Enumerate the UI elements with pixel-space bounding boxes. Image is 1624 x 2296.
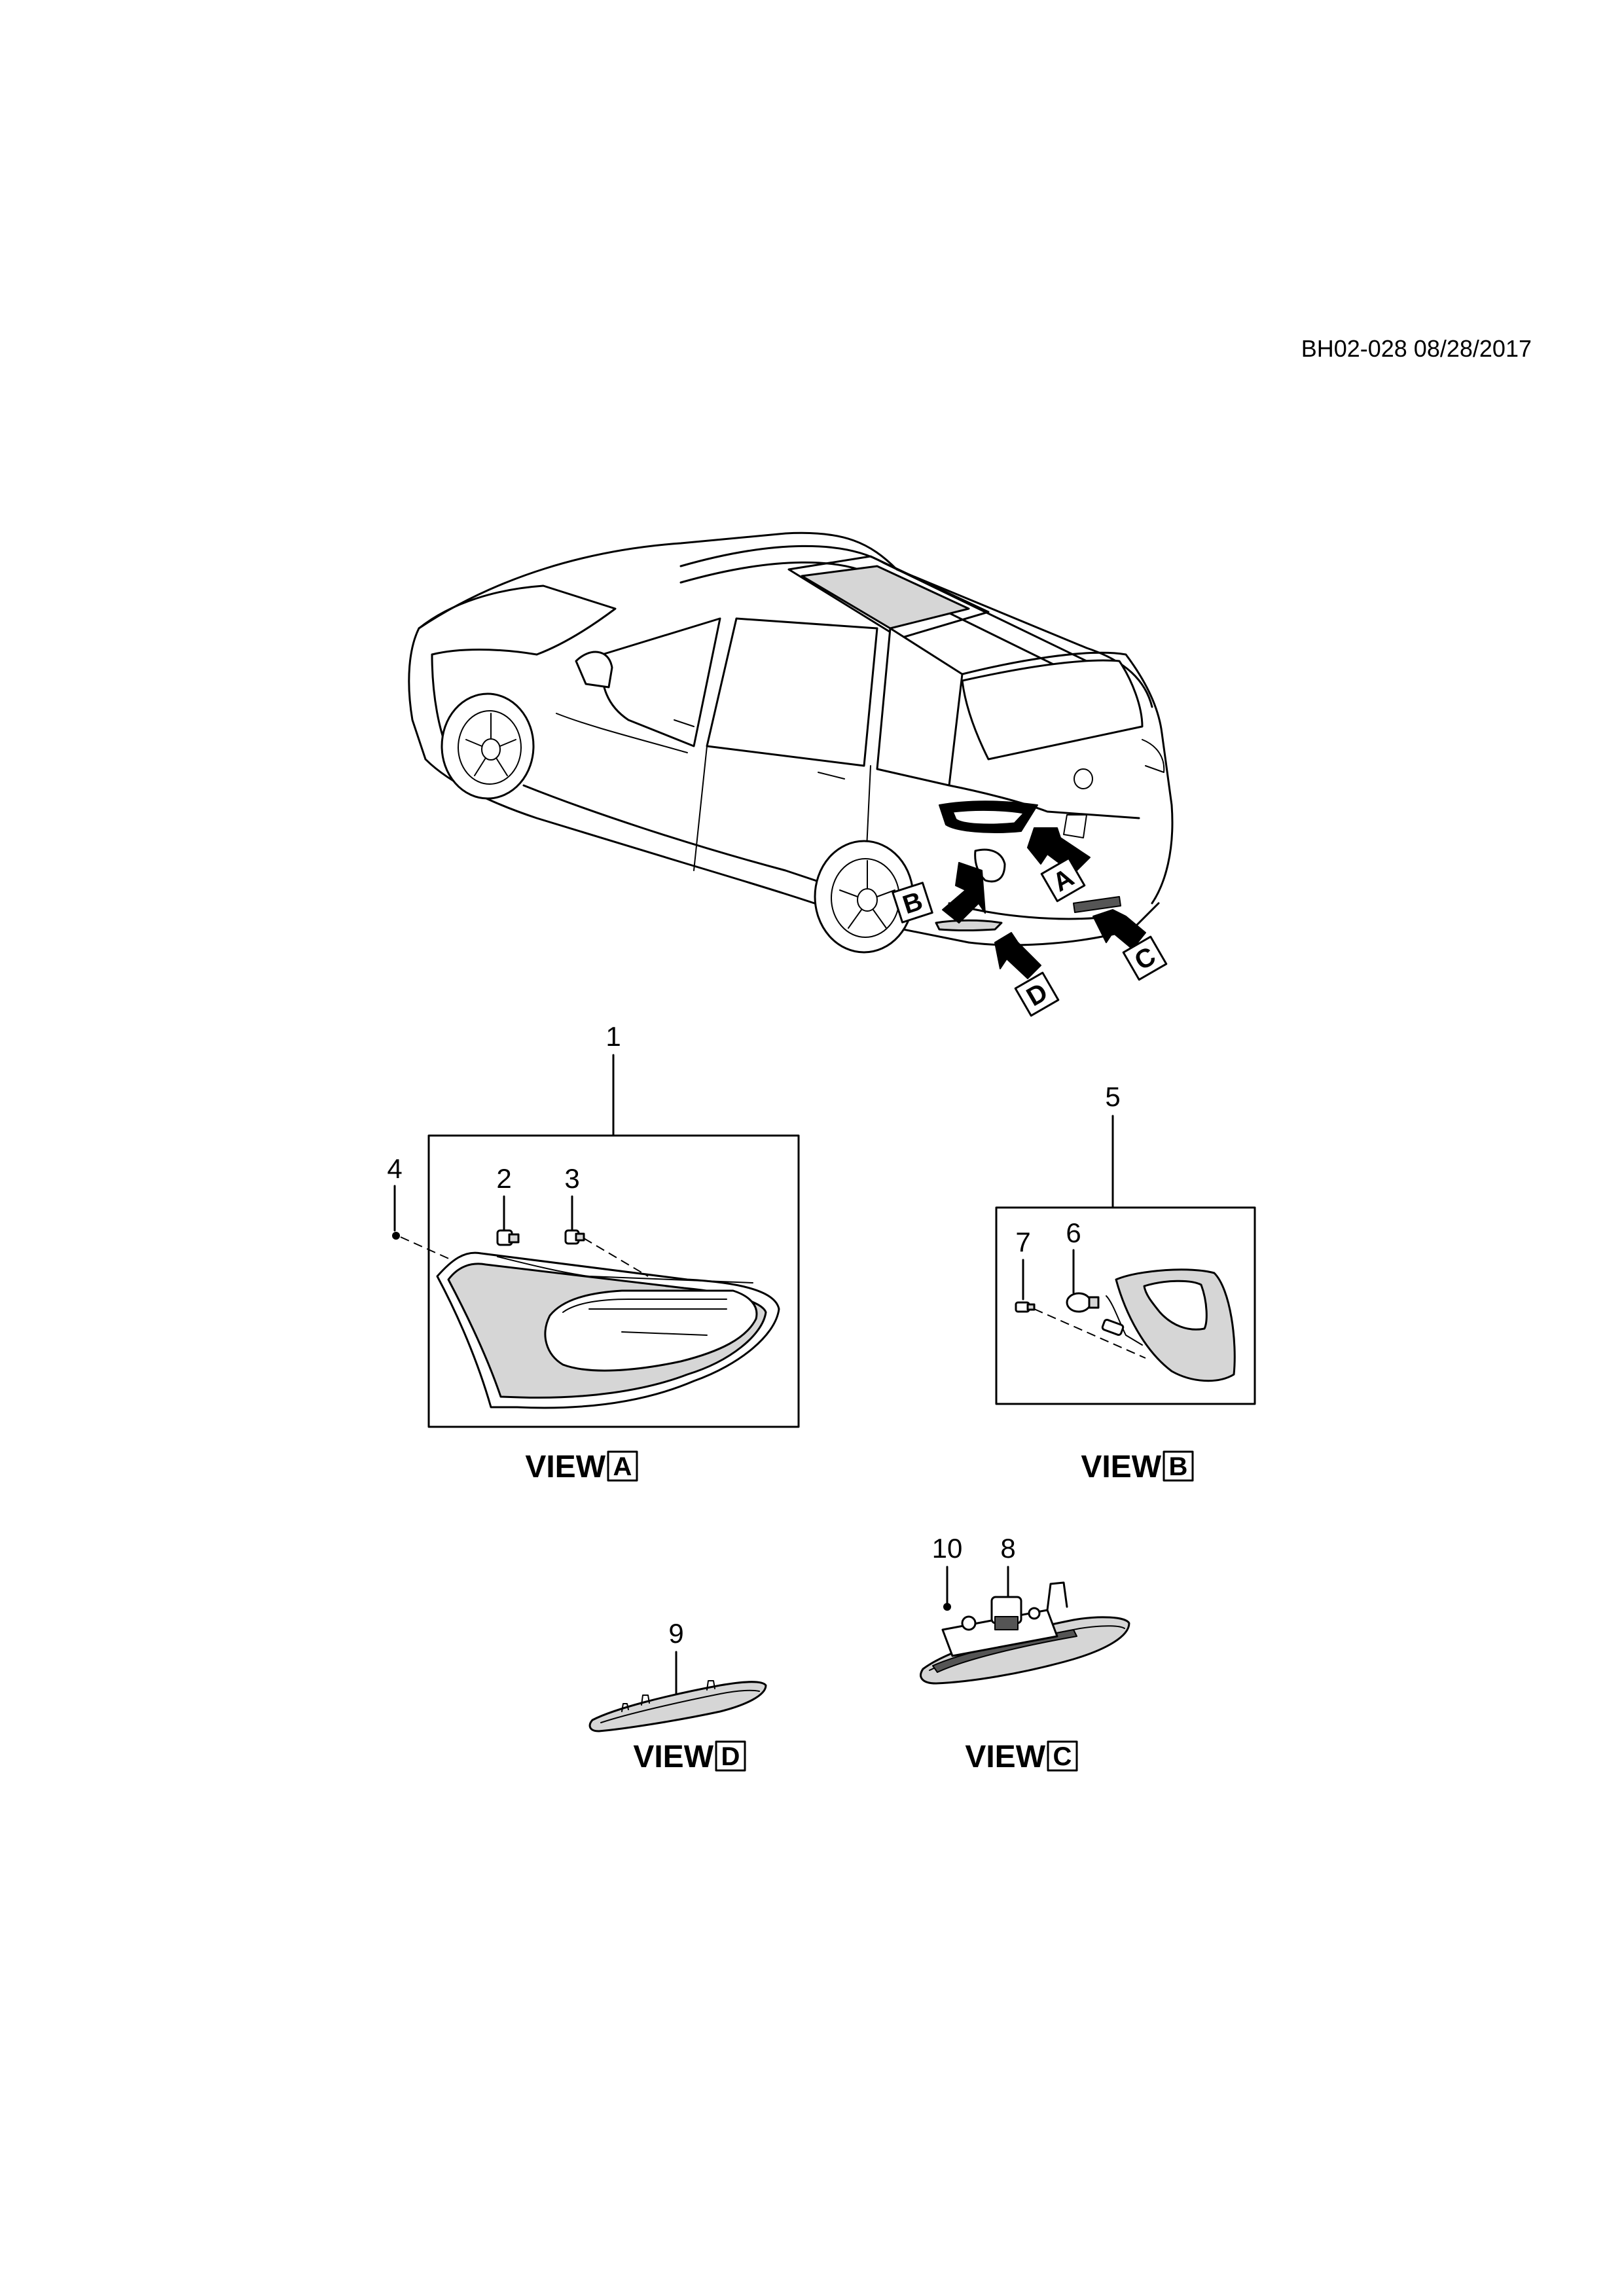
vehicle-illustration [408,531,1174,954]
view-b-letter: B [1169,1452,1188,1481]
part-6-bulb [1066,1292,1100,1313]
view-a-letter-box [607,1450,638,1482]
callout-5: 5 [1105,1081,1120,1112]
view-c-letter-box [1047,1740,1078,1772]
part-7-bulb [1015,1301,1036,1313]
part-4-screw [392,1232,400,1240]
view-d-letter-box [715,1740,746,1772]
part-1-tail-lamp [436,1251,780,1409]
part-9-reflector [588,1680,767,1732]
callout-1: 1 [605,1021,621,1052]
view-a-frame [427,1134,800,1428]
callout-8: 8 [1000,1533,1015,1564]
view-d-title: VIEW [633,1740,713,1774]
view-arrow-a: A [1027,827,1091,903]
callout-6: 6 [1066,1217,1081,1248]
view-d-detail: 9 VIEW D [588,1618,767,1774]
view-c-letter: C [1053,1742,1072,1771]
view-b-title: VIEW [1081,1450,1161,1484]
part-8-license-lamp [920,1581,1130,1685]
view-b-letter-box [1163,1450,1194,1482]
view-d-letter: D [721,1742,740,1771]
callout-9: 9 [668,1618,683,1649]
callout-4: 4 [387,1153,402,1184]
view-arrow-b: B [892,862,986,924]
view-a-detail: 1 4 2 3 VIEW A [387,1021,800,1484]
view-b-detail: 5 6 7 VIEW B [995,1081,1256,1484]
view-b-frame [995,1206,1256,1405]
document-id: BH02-028 08/28/2017 [1301,335,1532,362]
view-arrow-d: D [994,932,1060,1017]
view-arrow-c: C [1092,909,1168,981]
callout-7: 7 [1015,1227,1030,1257]
view-c-title: VIEW [965,1740,1045,1774]
part-5-side-marker [1101,1268,1236,1382]
part-10-screw [943,1603,951,1611]
view-a-title: VIEW [525,1450,605,1484]
view-a-letter: A [613,1452,632,1481]
callout-2: 2 [496,1163,511,1194]
part-2-bulb [496,1229,520,1246]
callout-10: 10 [932,1533,963,1564]
view-c-detail: 10 8 VIEW C [920,1533,1130,1774]
callout-3: 3 [564,1163,579,1194]
part-3-bulb [564,1229,585,1245]
